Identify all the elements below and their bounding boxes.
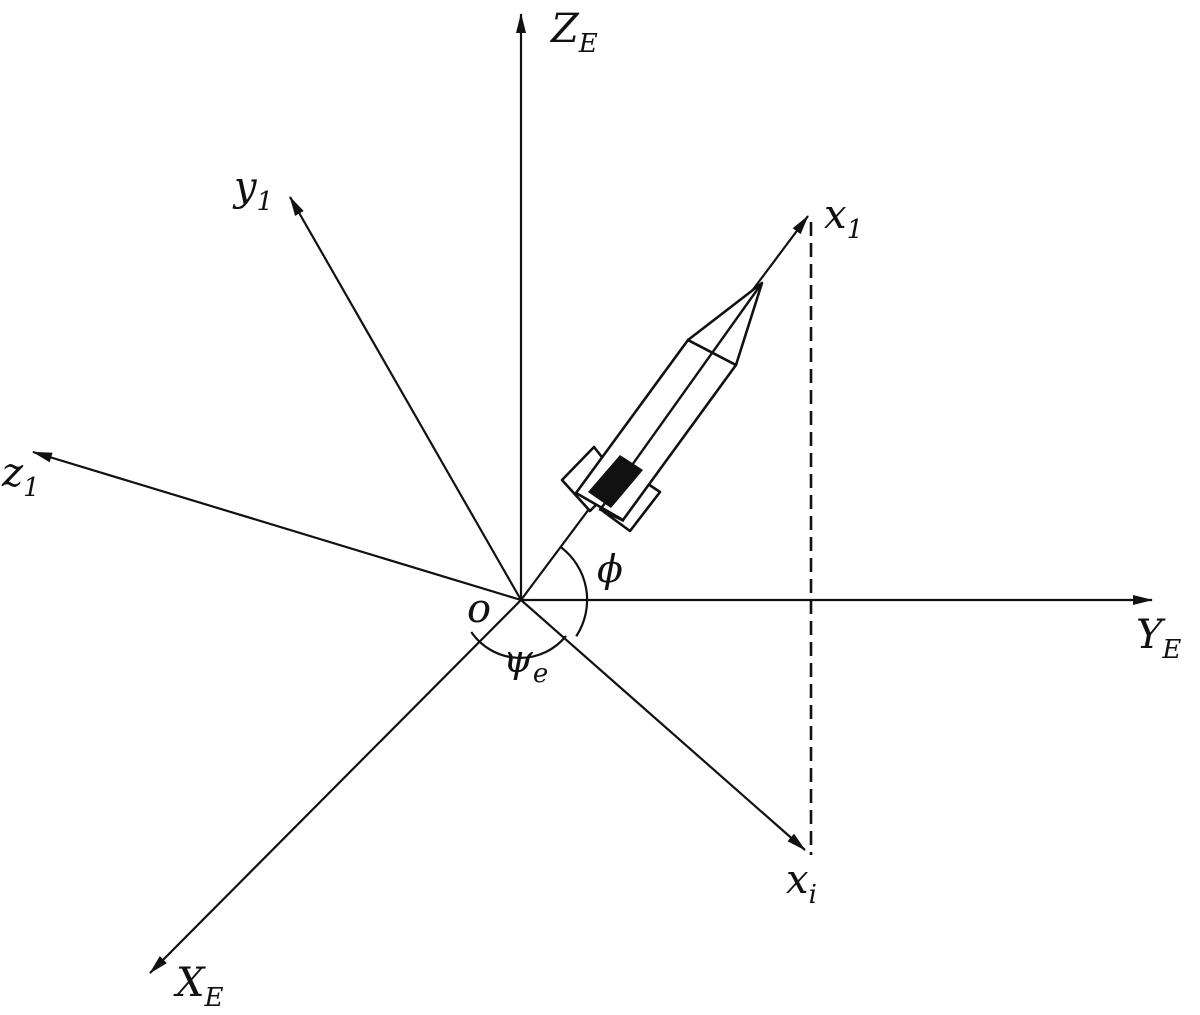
label-z-e: ZE: [549, 6, 598, 59]
label-y1: y1: [232, 164, 273, 217]
rocket-engine-block: [588, 455, 643, 508]
label-x1: x1: [824, 192, 863, 245]
x-e-axis: [149, 599, 522, 974]
label-origin: o: [467, 586, 491, 632]
z1-axis: [32, 450, 522, 602]
label-z1: z1: [1, 450, 40, 503]
label-phi: ϕ: [597, 547, 623, 591]
rocket-stage-line: [598, 507, 625, 523]
xi-axis: [520, 599, 806, 851]
psi-angle-arc: [470, 631, 567, 659]
label-xi: xi: [786, 857, 817, 910]
y1-axis: [289, 196, 522, 601]
rocket-icon: [560, 281, 764, 533]
label-x-e: XE: [173, 960, 223, 1013]
phi-angle-arc: [559, 546, 589, 637]
label-psi-e: ψe: [503, 637, 548, 689]
label-y-e: YE: [1136, 612, 1181, 665]
